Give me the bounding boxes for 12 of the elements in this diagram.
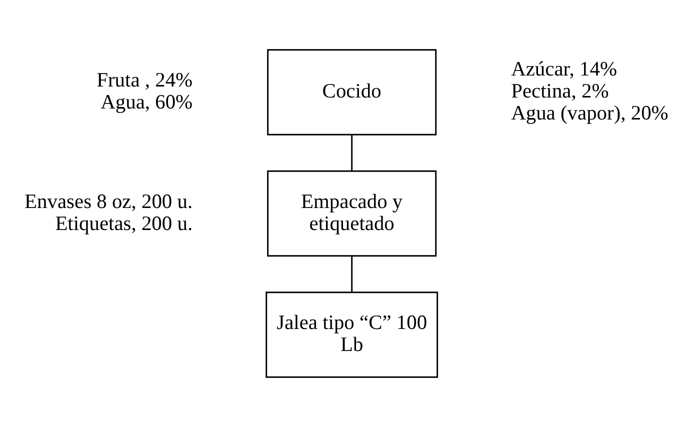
node-label: Agua (vapor), 20%	[511, 102, 668, 125]
connector	[351, 256, 353, 292]
node-label: Envases 8 oz, 200 u.	[24, 190, 193, 213]
node-box: Jalea tipo “C” 100 Lb	[266, 292, 438, 378]
connector	[351, 135, 353, 171]
node-label: Agua, 60%	[100, 92, 193, 114]
node-label: Fruta , 24%	[96, 70, 193, 92]
node-label: Etiquetas, 200 u.	[55, 212, 193, 235]
node-box: Cocido	[267, 49, 437, 136]
node-label: Pectina, 2%	[511, 80, 609, 103]
node-box: Empacado y etiquetado	[267, 170, 437, 257]
node-label: Azúcar, 14%	[511, 58, 617, 81]
